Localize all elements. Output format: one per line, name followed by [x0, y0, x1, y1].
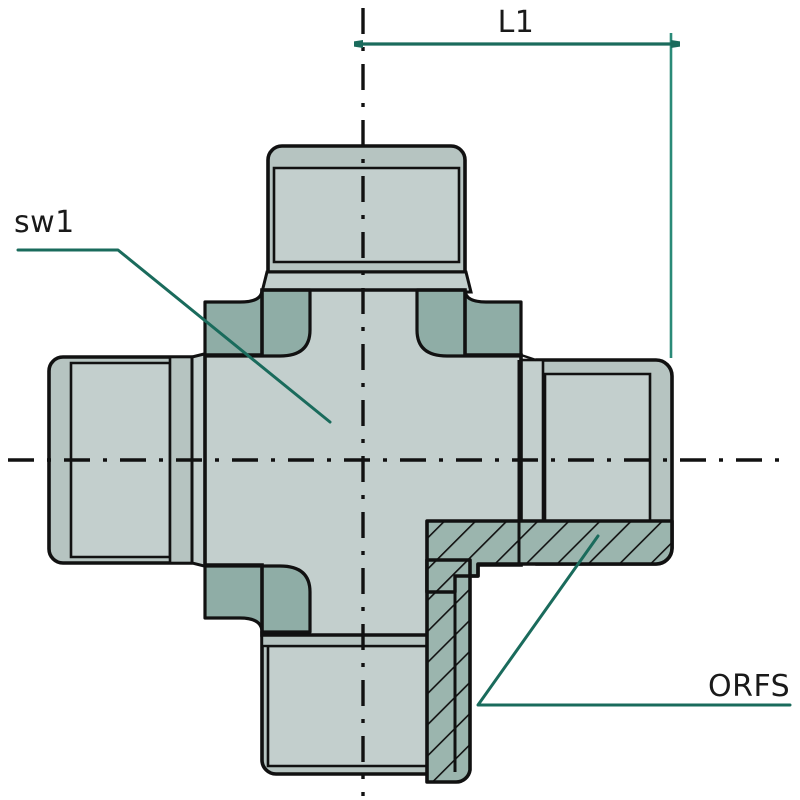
- l1-label: L1: [498, 5, 535, 40]
- port-top: [260, 144, 473, 294]
- fitting-body: [47, 144, 674, 784]
- sw1-leader-line: [16, 248, 332, 424]
- centerlines: [8, 8, 792, 796]
- orfs-leader-line: [476, 534, 792, 707]
- annotation-sw1: sw1: [14, 205, 332, 424]
- corner-fillets: [203, 288, 523, 634]
- section-hatching: [425, 519, 674, 784]
- dimension-L1: L1: [363, 5, 671, 358]
- annotation-orfs: ORFS: [476, 534, 792, 707]
- orfs-label: ORFS: [708, 669, 790, 704]
- sw1-label: sw1: [14, 205, 75, 240]
